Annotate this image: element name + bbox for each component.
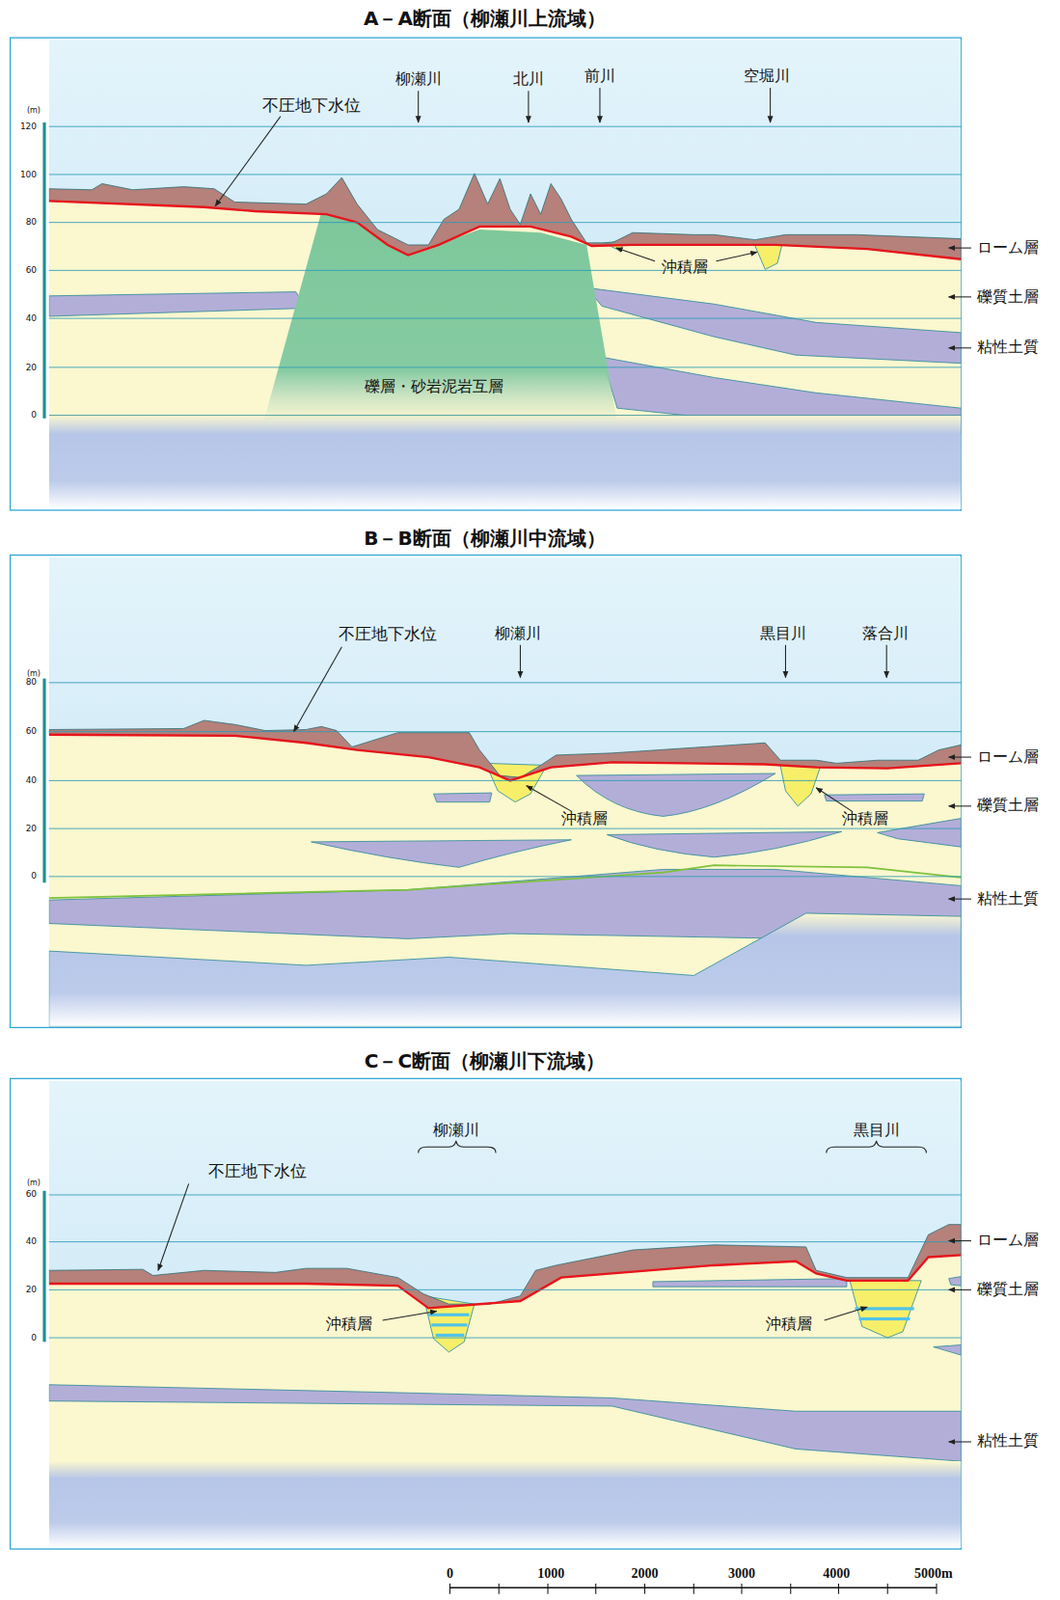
layer-name: 粘性土質 bbox=[977, 338, 1039, 356]
layer-name: ローム層 bbox=[977, 1231, 1039, 1250]
boundary-line bbox=[49, 865, 962, 898]
alluvium-label: 沖積層 bbox=[661, 258, 708, 276]
scale-number: 4000 bbox=[822, 1566, 850, 1582]
axis bbox=[42, 1191, 46, 1343]
clay-lenses bbox=[49, 1277, 962, 1463]
axis bbox=[42, 122, 46, 419]
alluvium-stripes bbox=[428, 1306, 914, 1337]
axis-tick: 0 bbox=[30, 1332, 37, 1343]
panel-frame bbox=[10, 1078, 962, 1550]
scale-number: 5000m bbox=[914, 1566, 953, 1582]
water-table-label: 不圧地下水位 bbox=[208, 1162, 307, 1182]
water-table-label: 不圧地下水位 bbox=[338, 625, 437, 645]
river-name: 空堀川 bbox=[743, 67, 790, 85]
basement bbox=[49, 415, 962, 510]
layer-name: 礫質土層 bbox=[977, 288, 1039, 306]
layer-name: ローム層 bbox=[977, 748, 1039, 766]
sky bbox=[49, 39, 962, 510]
axis-tick: 20 bbox=[26, 1284, 37, 1295]
axis-tick: 60 bbox=[26, 726, 37, 736]
alluvium-label: 沖積層 bbox=[326, 1315, 373, 1333]
water-table-label: 不圧地下水位 bbox=[262, 96, 361, 116]
leader-lines bbox=[158, 87, 972, 1442]
grid bbox=[49, 126, 962, 368]
axis-tick: 20 bbox=[26, 823, 37, 834]
river-name: 柳瀬川 bbox=[395, 70, 442, 88]
axis-tick: 40 bbox=[26, 313, 37, 324]
axis-tick: 40 bbox=[26, 775, 37, 786]
sky bbox=[49, 557, 962, 1028]
gravel-soil bbox=[49, 1224, 962, 1549]
axis-tick: 60 bbox=[26, 1189, 37, 1199]
loam-layer bbox=[49, 720, 962, 781]
axis-tick: 100 bbox=[20, 169, 37, 180]
river-name: 黒目川 bbox=[853, 1121, 900, 1140]
water-table bbox=[49, 1254, 962, 1308]
river-name: 黒目川 bbox=[760, 625, 807, 643]
axis-tick: 20 bbox=[26, 362, 37, 373]
axis bbox=[42, 679, 46, 884]
river-name: 前川 bbox=[584, 67, 616, 85]
water-table bbox=[49, 200, 962, 259]
scale-number: 3000 bbox=[728, 1566, 756, 1582]
river-name: 北川 bbox=[513, 70, 544, 88]
layer-name: 礫質土層 bbox=[977, 1280, 1039, 1299]
scale-number: 1000 bbox=[537, 1566, 565, 1582]
layer-name: ローム層 bbox=[977, 239, 1039, 257]
river-name: 落合川 bbox=[862, 625, 909, 643]
basement bbox=[49, 913, 962, 1027]
alluvium-label: 沖積層 bbox=[561, 810, 608, 828]
layer-name: 礫質土層 bbox=[977, 796, 1039, 815]
alluvium-label: 沖積層 bbox=[765, 1315, 813, 1333]
grid bbox=[49, 414, 962, 416]
axis-unit: (m) bbox=[27, 669, 41, 679]
scale-number: 0 bbox=[446, 1566, 454, 1582]
sky bbox=[49, 1080, 962, 1549]
scale-number: 2000 bbox=[630, 1566, 658, 1582]
axis-tick: 60 bbox=[26, 265, 37, 275]
axis-unit: (m) bbox=[27, 1178, 41, 1188]
river-name: 柳瀬川 bbox=[433, 1121, 480, 1140]
section-title: A－A断面（柳瀬川上流域） bbox=[363, 7, 606, 30]
axis-unit: (m) bbox=[27, 106, 41, 115]
axis-tick: 0 bbox=[30, 409, 37, 420]
clay-layer bbox=[49, 292, 307, 317]
axis-tick: 80 bbox=[26, 217, 37, 227]
layer-name: 粘性土質 bbox=[977, 890, 1039, 908]
axis-tick: 0 bbox=[30, 870, 37, 881]
gravel-soil bbox=[49, 720, 962, 1027]
alluvium-label: 沖積層 bbox=[842, 810, 889, 828]
loam-layer bbox=[49, 173, 962, 260]
section-title: B－B断面（柳瀬川中流域） bbox=[363, 527, 606, 550]
section-title: C－C断面（柳瀬川下流域） bbox=[364, 1050, 605, 1073]
gravel-soil bbox=[49, 173, 962, 510]
layer-name: 粘性土質 bbox=[977, 1432, 1039, 1450]
water-table bbox=[49, 734, 962, 782]
axis-tick: 40 bbox=[26, 1236, 37, 1247]
grid bbox=[49, 1195, 962, 1338]
river-name: 柳瀬川 bbox=[494, 625, 542, 643]
panel-frame bbox=[10, 555, 962, 1029]
river-brace bbox=[418, 1141, 927, 1154]
grid bbox=[49, 682, 962, 877]
scale-bar bbox=[449, 1583, 937, 1595]
axis-tick: 120 bbox=[20, 121, 37, 132]
clay-layer bbox=[586, 287, 961, 363]
formation-label: 礫層・砂岩泥岩互層 bbox=[364, 378, 504, 396]
basement bbox=[49, 1461, 962, 1549]
panel-frame bbox=[10, 37, 962, 511]
loam-layer bbox=[49, 1224, 962, 1309]
axis-tick: 80 bbox=[26, 677, 37, 687]
alluvium bbox=[423, 1280, 922, 1353]
